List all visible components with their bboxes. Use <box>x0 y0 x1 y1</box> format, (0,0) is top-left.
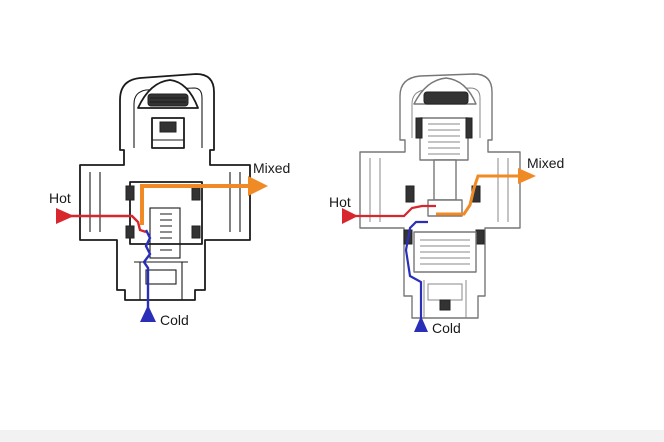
mixed-flow-line <box>140 184 250 225</box>
mixed-arrow-icon <box>248 176 268 196</box>
hot-label: Hot <box>49 190 71 206</box>
hot-flow-line <box>58 214 147 234</box>
cold-label-right: Cold <box>432 320 461 336</box>
hot-label-right: Hot <box>329 194 351 210</box>
valve-right <box>359 73 521 319</box>
mixed-label: Mixed <box>253 160 290 176</box>
footer-bar <box>0 430 664 442</box>
flow-left <box>56 176 268 322</box>
cold-flow-line-right <box>404 220 428 330</box>
flow-right <box>342 168 536 332</box>
hot-flow-line-right <box>344 204 436 218</box>
cold-arrow-icon-right <box>414 316 428 332</box>
hot-arrow-icon <box>56 208 74 224</box>
mixed-arrow-icon-right <box>518 168 536 184</box>
mixed-flow-line-right <box>436 174 520 216</box>
mixed-label-right: Mixed <box>527 155 564 171</box>
cold-arrow-icon <box>140 305 156 322</box>
cold-flow-line <box>142 229 152 320</box>
cold-label: Cold <box>160 312 189 328</box>
hot-arrow-icon-right <box>342 208 358 224</box>
